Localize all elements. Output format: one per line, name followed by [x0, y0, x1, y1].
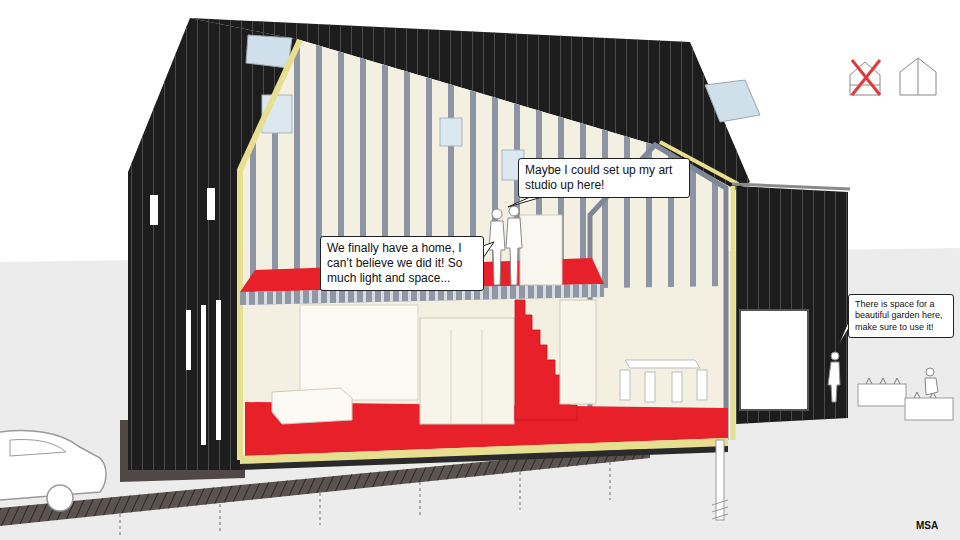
car-wheel [47, 485, 73, 511]
closet [420, 318, 514, 424]
speech-tail [483, 242, 494, 258]
skylight [246, 35, 292, 68]
partition-wall [300, 305, 418, 400]
interior-wall [240, 40, 728, 456]
post [519, 472, 521, 510]
window [150, 195, 158, 225]
gable-windows [150, 188, 221, 445]
window [201, 305, 206, 445]
kitchen-unit [560, 300, 596, 404]
annex-wall [736, 186, 848, 424]
window [216, 300, 221, 440]
closet-door [451, 330, 452, 424]
plinth [240, 446, 728, 470]
chair [620, 370, 630, 400]
skylight [705, 80, 760, 122]
chair [672, 372, 682, 402]
cross-mark [852, 60, 880, 95]
inner-skylights [262, 95, 524, 180]
person-body [506, 218, 522, 285]
annex-window [740, 310, 808, 410]
person-body [489, 221, 505, 285]
window [186, 310, 191, 370]
speech-bubble: There is space for a beautiful garden he… [848, 294, 954, 338]
post [319, 493, 321, 525]
credit-label: MSA [916, 520, 938, 531]
speech-bubble: Maybe I could set up my art studio up he… [518, 158, 690, 198]
planter [905, 398, 953, 420]
gardener-body [828, 362, 840, 402]
planter [858, 384, 906, 406]
bed [272, 388, 352, 424]
bubble-text: There is space for a beautiful garden he… [855, 299, 947, 333]
gutter [732, 184, 850, 189]
dining-table [625, 360, 700, 368]
person-head [509, 206, 519, 216]
bubble-text: Maybe I could set up my art studio up he… [525, 163, 683, 193]
chair [697, 370, 707, 400]
speech-bubble: We finally have a home, I can’t believe … [320, 236, 484, 291]
screw-pile [716, 440, 724, 520]
bubble-text: We finally have a home, I can’t believe … [327, 241, 477, 286]
skylight [440, 118, 462, 146]
chairs [620, 370, 707, 402]
chair [645, 372, 655, 402]
post [609, 462, 611, 500]
post [219, 504, 221, 532]
insulation [731, 186, 736, 440]
house-icon [900, 58, 936, 95]
person-head [492, 209, 502, 219]
gardener-head [926, 368, 934, 376]
speech-tail [508, 197, 542, 207]
post [119, 514, 121, 536]
annex-cladding [736, 186, 848, 424]
gardener-head [831, 352, 839, 360]
window [207, 188, 215, 220]
gardener-body [925, 378, 938, 395]
upper-partition [520, 215, 562, 285]
rafters [240, 40, 728, 294]
closet-door [482, 330, 483, 424]
car-window [10, 440, 66, 457]
pile-thread [712, 500, 728, 519]
post [419, 482, 421, 518]
